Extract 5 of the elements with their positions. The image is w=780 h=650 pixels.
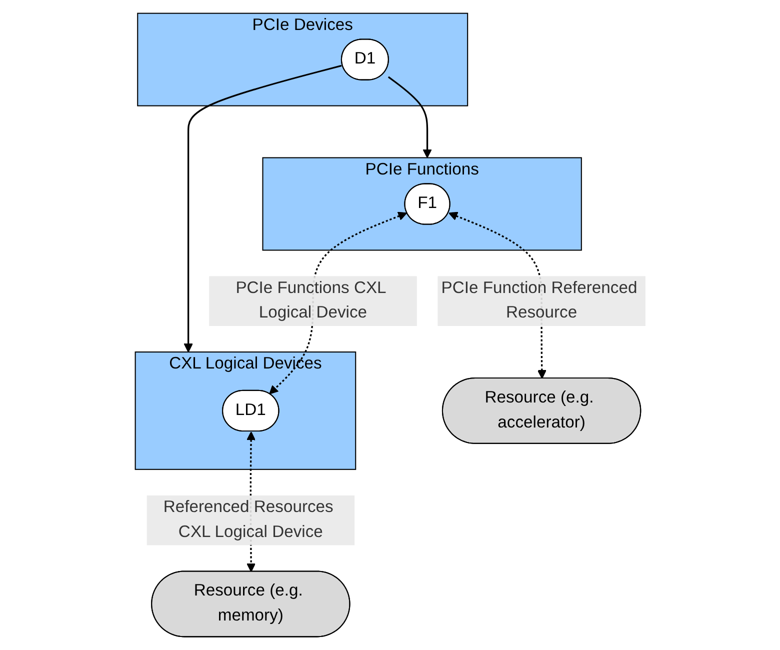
arrow [388, 76, 432, 158]
edge-label: PCIe Functions CXL Logical Device [235, 279, 386, 322]
edge-label: PCIe Function Referenced Resource [440, 279, 637, 322]
arrow [183, 64, 342, 352]
edge-label: Referenced Resources CXL Logical Device [162, 498, 333, 542]
